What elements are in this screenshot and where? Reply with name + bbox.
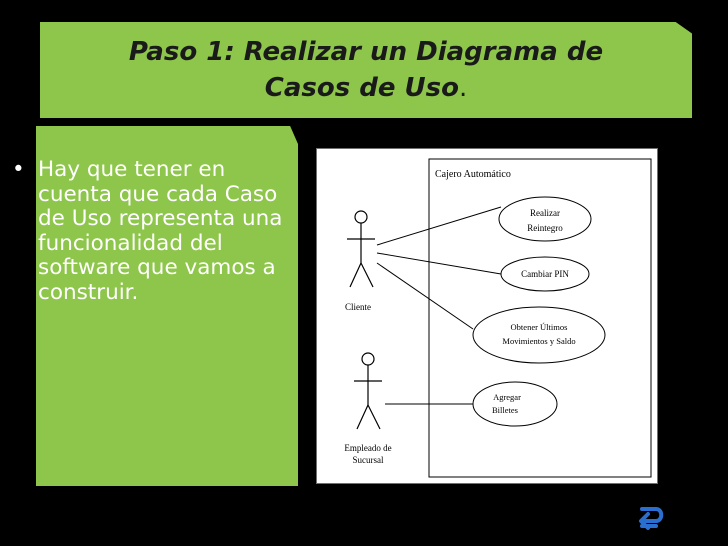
use-case-label: Movimientos y Saldo [502,336,575,346]
actor-leg-right [367,404,381,430]
use-case-label: Billetes [492,405,518,415]
use-case-realizar-reintegro [498,196,592,242]
bullet-text: Hay que tener en cuenta que cada Caso de… [38,157,283,305]
actor-empleado [354,352,382,430]
use-case-label: Reintegro [527,223,563,233]
actor-label-empleado-line1: Empleado de [344,443,391,453]
actor-head [354,210,368,224]
return-button[interactable] [632,500,668,536]
associations [376,206,502,405]
association-line [376,206,502,246]
use-case-label: Cambiar PIN [521,269,569,279]
use-case-label: Agregar [493,392,521,402]
return-arrow-icon [639,507,664,530]
use-case-label: Obtener Últimos [511,322,568,332]
use-case-obtener-movimientos [472,306,606,364]
title-line-2: Casos de Uso [264,73,459,103]
text-panel [36,126,298,486]
actor-head [361,352,375,366]
title-panel: Paso 1: Realizar un Diagrama de Casos de… [40,22,692,118]
actor-leg-left [349,262,362,288]
slide-title: Paso 1: Realizar un Diagrama de Casos de… [109,34,623,106]
association-line [376,262,474,330]
actor-label-empleado-line2: Sucursal [353,455,384,465]
actor-cliente [347,210,375,288]
diagram-canvas: Cajero Automático Cliente Empleado de Su… [344,158,652,478]
bullet-marker: • [12,157,25,182]
bullet-item: • Hay que tener en cuenta que cada Caso … [10,157,290,305]
title-period: . [458,73,468,103]
use-case-cambiar-pin [500,256,590,292]
title-line-1: Paso 1: Realizar un Diagrama de [128,37,604,67]
use-case-diagram: Cajero Automático Cliente Empleado de Su… [316,148,658,484]
system-boundary [428,158,652,478]
use-case-agregar-billetes [472,381,558,427]
actor-leg-left [356,404,369,430]
actor-leg-right [360,262,374,288]
actor-label-cliente: Cliente [345,302,371,312]
use-case-label: Realizar [530,208,560,218]
system-label: Cajero Automático [435,169,511,180]
association-line [376,252,502,275]
